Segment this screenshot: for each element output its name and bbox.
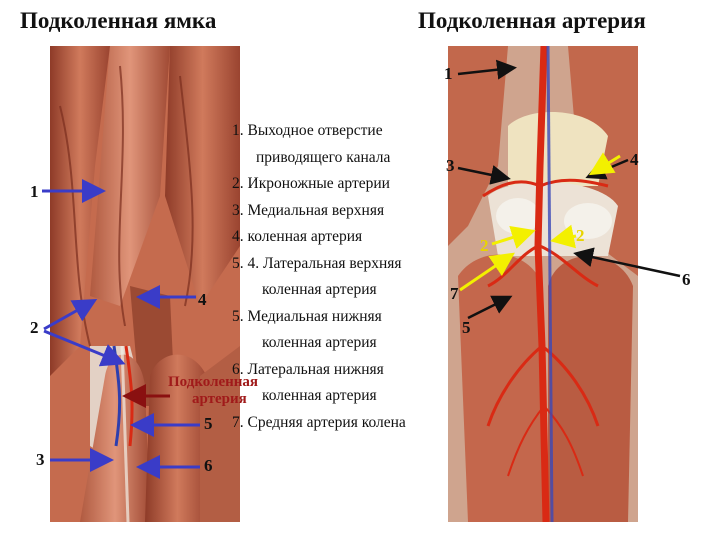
left-arrows bbox=[42, 191, 200, 467]
arrow-left-2b bbox=[44, 331, 120, 362]
arrow-right-5 bbox=[468, 298, 508, 318]
right-arrows bbox=[458, 68, 680, 318]
arrow-right-2b bbox=[556, 236, 576, 240]
arrow-right-6 bbox=[578, 254, 680, 276]
arrow-right-2a bbox=[492, 232, 530, 244]
arrow-right-7 bbox=[460, 256, 510, 290]
arrow-right-1 bbox=[458, 68, 512, 74]
arrow-left-2a bbox=[44, 302, 92, 329]
arrow-right-3 bbox=[458, 168, 506, 178]
